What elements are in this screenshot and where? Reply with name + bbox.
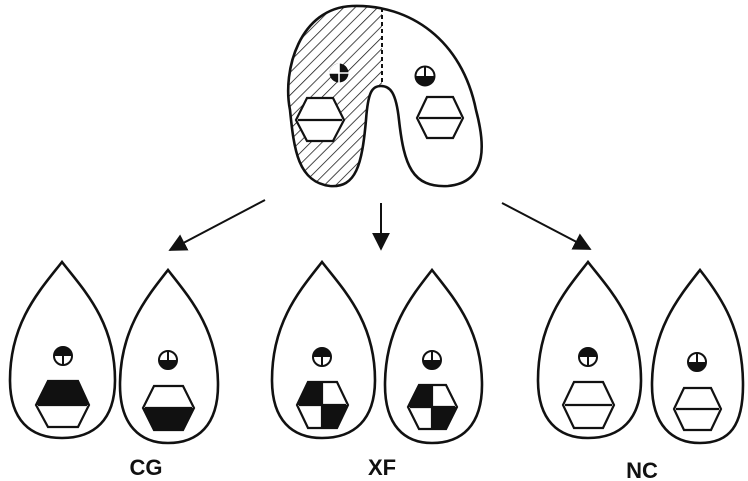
- parent-right-hexagon-icon: [417, 97, 463, 138]
- xf-right-nucleus-icon: [423, 351, 441, 369]
- arrow-left: [170, 200, 265, 250]
- cg-right-nucleus-icon: [159, 351, 177, 369]
- xf-left-hexagon-icon: [297, 382, 348, 428]
- xf-right-hexagon-icon: [408, 385, 457, 429]
- nc-right-hexagon-icon: [674, 388, 721, 430]
- nc-label: NC: [626, 458, 658, 481]
- progeny-group-xf: XF: [272, 262, 482, 480]
- cg-label: CG: [130, 455, 163, 480]
- division-arrows: [170, 200, 590, 250]
- cg-left-nucleus-icon: [54, 347, 72, 365]
- parent-left-hexagon-icon: [296, 98, 344, 141]
- progeny-group-cg: CG: [10, 262, 218, 480]
- progeny-group-nc: NC: [538, 262, 743, 481]
- parent-cell: [260, 0, 482, 200]
- xf-label: XF: [368, 455, 396, 480]
- arrow-right: [502, 203, 590, 249]
- nc-right-nucleus-icon: [688, 353, 706, 371]
- cg-left-hexagon-icon: [36, 381, 89, 427]
- cg-right-hexagon-icon: [143, 386, 194, 430]
- xf-left-nucleus-icon: [313, 348, 331, 366]
- parent-right-nucleus-icon: [416, 66, 435, 86]
- nc-left-nucleus-icon: [579, 348, 597, 366]
- nc-left-hexagon-icon: [563, 382, 614, 428]
